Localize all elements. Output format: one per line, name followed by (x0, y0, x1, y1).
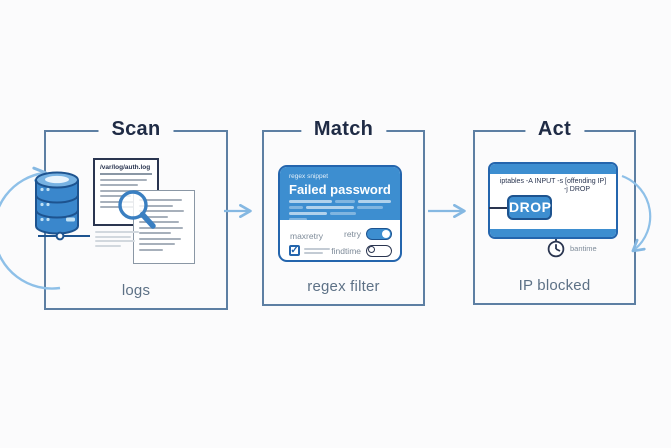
log-text-line (139, 237, 181, 240)
findtime-label: findtime (331, 246, 361, 256)
filter-checkbox-row: ✓ (289, 245, 330, 256)
log-text-line (139, 226, 183, 229)
iptables-command-line2: -j DROP (563, 186, 590, 193)
drop-button[interactable]: DROP (507, 195, 552, 220)
regex-code-line (289, 200, 392, 203)
stage-scan-title: Scan (98, 118, 174, 141)
regex-code-line (289, 206, 391, 209)
log-text-line (100, 195, 132, 197)
findtime-toggle-row: findtime (331, 245, 392, 257)
stage-act-title: Act (524, 118, 585, 141)
regex-code-line (289, 218, 391, 221)
regex-snippet-panel: regex snippet Failed password (280, 167, 400, 221)
log-document-secondary (133, 190, 195, 264)
retry-toggle-row: retry (344, 228, 392, 240)
log-text-line (139, 215, 168, 218)
regex-pattern-text: Failed password (289, 182, 391, 197)
stage-match-title: Match (300, 118, 387, 141)
filter-checkbox[interactable]: ✓ (289, 244, 300, 256)
log-text-line (100, 206, 137, 208)
terminal-bottombar (490, 229, 616, 237)
retry-toggle[interactable] (366, 228, 392, 240)
faint-text-line (95, 231, 139, 233)
log-file-path: /var/log/auth.log (100, 164, 151, 171)
log-text-line (139, 199, 182, 201)
log-text-line (139, 243, 175, 245)
faint-text-line (95, 235, 132, 238)
log-text-line (100, 178, 147, 181)
log-text-line (139, 232, 171, 234)
log-text-line (139, 210, 184, 212)
stage-match-box: Match regex filter (262, 118, 425, 306)
checkbox-caption-lines (304, 247, 330, 254)
log-text-line (100, 184, 139, 186)
iptables-command-line1: iptables -A INPUT -s [offending IP] (499, 178, 607, 185)
stage-match-caption: regex filter (307, 278, 380, 295)
faint-text-line (95, 244, 122, 247)
bantime-label: bantime (570, 244, 597, 253)
regex-filter-card: regex snippet Failed password maxretry ✓ (278, 165, 402, 262)
toggle-knob (368, 246, 375, 254)
toggle-knob (382, 229, 390, 238)
terminal-titlebar (490, 164, 616, 174)
log-text-line (139, 204, 173, 207)
regex-code-line (289, 212, 391, 215)
stage-scan-caption: logs (121, 282, 151, 299)
divider (100, 173, 152, 175)
retry-label: retry (344, 229, 361, 239)
faint-log-text (95, 231, 139, 249)
findtime-toggle[interactable] (366, 245, 392, 257)
regex-snippet-label: regex snippet (289, 173, 329, 180)
maxretry-label: maxretry (290, 231, 324, 241)
faint-text-line (95, 240, 135, 242)
log-text-line (139, 248, 163, 251)
log-text-line (139, 221, 179, 223)
stage-act-caption: IP blocked (518, 277, 591, 294)
